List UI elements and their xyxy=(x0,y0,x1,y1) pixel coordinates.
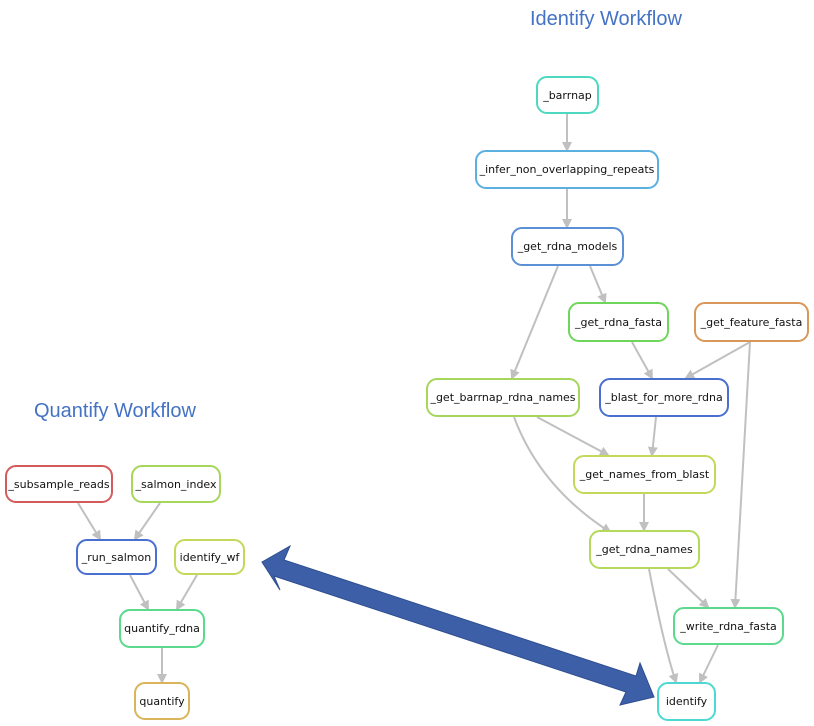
node-label: quantify xyxy=(139,694,185,708)
node-label: _get_names_from_blast xyxy=(579,468,710,481)
node-get-rdna-fasta[interactable]: _get_rdna_fasta xyxy=(568,302,669,342)
node-label: quantify_rdna xyxy=(124,622,200,635)
node-label: _barrnap xyxy=(543,88,592,102)
edge-barrnapnames-namesfromblast xyxy=(536,416,610,456)
node-run-salmon[interactable]: _run_salmon xyxy=(76,539,157,575)
node-get-barrnap-rdna-names[interactable]: _get_barrnap_rdna_names xyxy=(426,378,580,417)
node-blast-for-more-rdna[interactable]: _blast_for_more_rdna xyxy=(599,378,729,417)
edge-fasta-blast xyxy=(631,341,653,380)
edge-salmonindex-runsalmon xyxy=(133,502,161,541)
edge-blast-namesfromblast xyxy=(647,416,658,457)
node-label: _get_rdna_fasta xyxy=(575,315,662,329)
node-label: _subsample_reads xyxy=(8,477,110,491)
node-label: _salmon_index xyxy=(135,477,217,491)
node-get-rdna-models[interactable]: _get_rdna_models xyxy=(511,227,624,266)
edge-runsalmon-quantifyrdna xyxy=(129,574,149,611)
edge-feature-blast xyxy=(684,341,751,379)
node-identify[interactable]: identify xyxy=(657,682,716,721)
node-label: _get_barrnap_rdna_names xyxy=(430,391,576,404)
edge-models-fasta xyxy=(589,265,607,304)
node-salmon-index[interactable]: _salmon_index xyxy=(131,465,221,503)
edge-rdnanames-write xyxy=(667,568,710,609)
node-label: identify_wf xyxy=(179,550,240,564)
edge-models-barrnapnames xyxy=(510,265,559,380)
node-write-rdna-fasta[interactable]: _write_rdna_fasta xyxy=(673,607,784,645)
node-label: _write_rdna_fasta xyxy=(680,619,777,633)
edge-feature-write xyxy=(730,341,751,609)
edge-write-identify xyxy=(699,644,719,684)
node-label: _get_rdna_models xyxy=(517,240,618,253)
node-label: _run_salmon xyxy=(81,550,152,564)
node-barrnap[interactable]: _barrnap xyxy=(536,76,599,114)
edge-rdnanames-identify xyxy=(648,568,679,684)
node-label: _infer_non_overlapping_repeats xyxy=(479,163,655,176)
double-arrow-connector xyxy=(261,544,655,706)
edge-subsample-runsalmon xyxy=(77,502,102,541)
node-quantify[interactable]: quantify xyxy=(134,682,190,720)
node-label: _blast_for_more_rdna xyxy=(605,391,723,404)
node-identify-wf[interactable]: identify_wf xyxy=(174,539,245,575)
identify-workflow-title: Identify Workflow xyxy=(530,8,682,30)
node-get-feature-fasta[interactable]: _get_feature_fasta xyxy=(694,302,809,342)
node-infer-non-overlapping-repeats[interactable]: _infer_non_overlapping_repeats xyxy=(475,150,659,189)
node-subsample-reads[interactable]: _subsample_reads xyxy=(5,465,113,503)
node-get-rdna-names[interactable]: _get_rdna_names xyxy=(589,530,700,569)
node-label: _get_feature_fasta xyxy=(700,315,803,329)
node-quantify-rdna[interactable]: quantify_rdna xyxy=(119,609,205,648)
edge-barrnapnames-rdnanames xyxy=(513,416,612,534)
node-label: identify xyxy=(665,695,708,708)
node-label: _get_rdna_names xyxy=(596,543,693,556)
quantify-workflow-title: Quantify Workflow xyxy=(34,400,196,422)
node-get-names-from-blast[interactable]: _get_names_from_blast xyxy=(573,455,716,494)
edge-identifywf-quantifyrdna xyxy=(175,574,198,611)
